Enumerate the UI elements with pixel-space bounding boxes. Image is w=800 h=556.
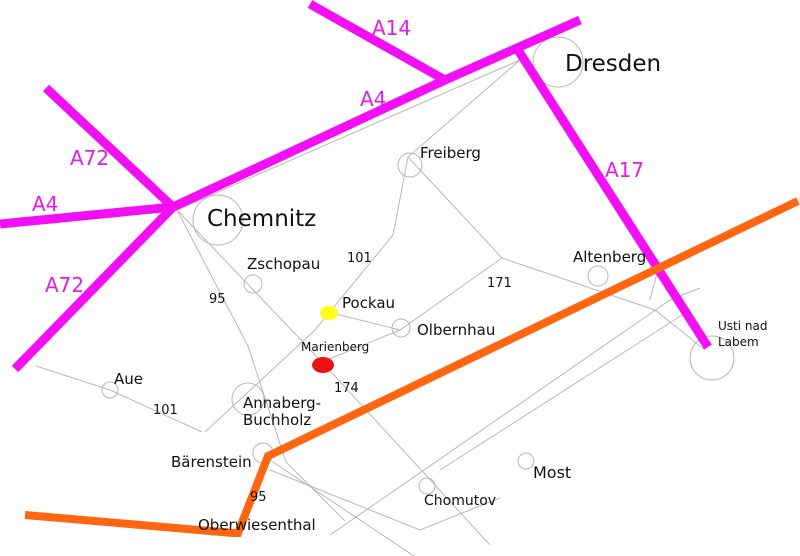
road-number-95: 95 (250, 490, 267, 505)
minor-road (176, 209, 346, 522)
city-marker-chomutov (418, 477, 436, 495)
city-marker-aue (101, 381, 119, 399)
minor-road (269, 469, 501, 531)
city-label-usti-nad-labem: Usti nad (718, 319, 767, 333)
road-number-95: 95 (209, 292, 226, 307)
city-marker-annaberg-buchholz (231, 382, 265, 416)
border-road-layer (24, 197, 800, 537)
city-label-b-renstein: Bärenstein (171, 453, 252, 471)
motorway-a14 (307, 0, 448, 84)
city-label-most: Most (533, 463, 571, 482)
city-label-oberwiesenthal: Oberwiesenthal (198, 516, 316, 534)
motorway-a4-east (171, 15, 582, 212)
city-label-annaberg-buchholz-line2: Buchholz (243, 411, 311, 429)
city-label-aue: Aue (114, 370, 143, 388)
motorway-label-a72: A72 (70, 146, 109, 170)
motorways-layer (0, 0, 712, 373)
motorway-a17 (514, 47, 712, 350)
city-marker-chemnitz (192, 194, 244, 246)
city-label-annaberg-buchholz: Annaberg- (243, 394, 321, 412)
city-marker-zschopau (243, 274, 263, 294)
minor-road (327, 311, 401, 331)
road-number-labels-layer: 101 95 171 174 101 95 (153, 251, 512, 505)
city-marker-usti-nad-labem (689, 335, 735, 381)
city-label-altenberg: Altenberg (573, 248, 646, 266)
road-number-101: 101 (347, 251, 372, 266)
minor-road (35, 365, 203, 433)
city-marker-most (517, 452, 535, 470)
motorway-label-a17: A17 (605, 158, 644, 182)
city-label-chemnitz: Chemnitz (207, 206, 316, 232)
city-label-marienberg: Marienberg (301, 340, 369, 354)
city-marker-freiberg (397, 152, 423, 178)
motorway-a72-north (42, 84, 177, 211)
minor-road (439, 309, 691, 471)
city-label-chomutov: Chomutov (424, 493, 496, 509)
city-label-usti-nad-labem-line2: Labem (718, 335, 759, 349)
minor-road (176, 59, 521, 211)
minor-road (329, 287, 701, 536)
city-label-freiberg: Freiberg (420, 144, 481, 162)
city-label-zschopau: Zschopau (247, 255, 320, 273)
minor-road (269, 459, 415, 556)
motorway-label-a4: A4 (32, 192, 58, 216)
minor-roads-layer (35, 59, 706, 556)
road-number-101: 101 (153, 403, 178, 418)
city-marker-olbernhau (391, 318, 411, 338)
motorway-label-a4: A4 (360, 87, 386, 111)
motorway-a72-south (11, 203, 177, 373)
highlight-dot-marienberg (312, 357, 334, 373)
motorway-label-a14: A14 (372, 16, 411, 40)
road-number-171: 171 (487, 276, 512, 291)
minor-road (407, 156, 706, 351)
motorway-a4-west (0, 202, 174, 229)
city-marker-altenberg (587, 265, 609, 287)
border-road (24, 197, 800, 537)
city-marker-dresden (532, 36, 584, 88)
road-number-174: 174 (334, 381, 359, 396)
city-label-olbernhau: Olbernhau (417, 321, 495, 339)
highlighted-towns-layer (312, 306, 338, 373)
minor-road (204, 59, 521, 433)
motorway-label-a72: A72 (45, 273, 84, 297)
highlight-dot-pockau (320, 306, 338, 320)
city-label-pockau: Pockau (342, 294, 395, 312)
city-label-dresden: Dresden (565, 51, 661, 77)
